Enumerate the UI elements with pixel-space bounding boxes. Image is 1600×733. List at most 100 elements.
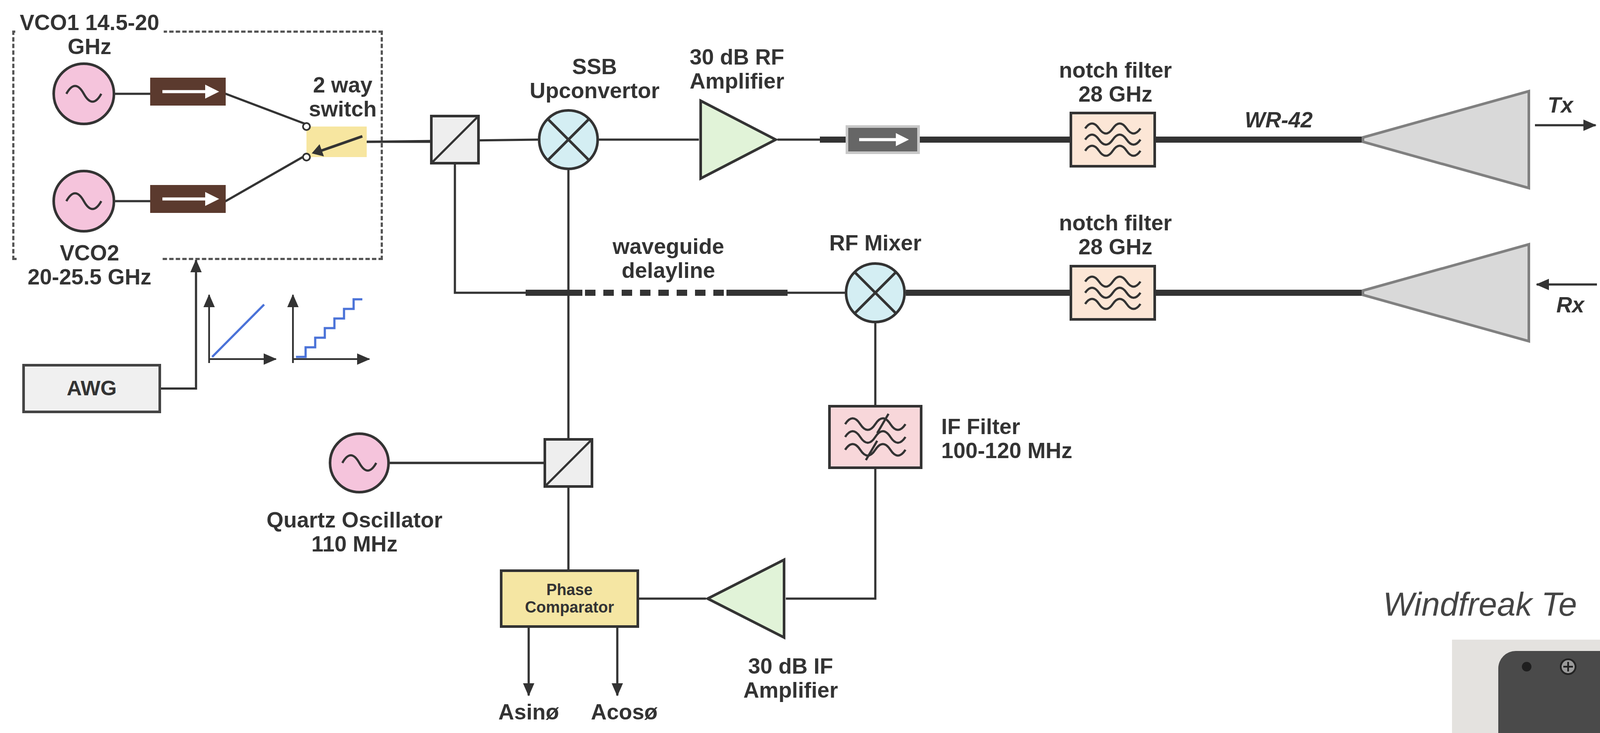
axis-line — [292, 295, 294, 364]
filter-wave — [1085, 276, 1141, 287]
text-run: 110 — [311, 532, 347, 557]
isolator-arrow — [162, 197, 209, 201]
connector — [874, 323, 877, 406]
text-run: filter — [1124, 210, 1172, 236]
filter-wave — [1085, 145, 1141, 156]
connector — [1156, 289, 1363, 296]
text-run: 2 — [313, 72, 326, 98]
isolator-arrow — [859, 138, 899, 142]
text-run: AWG — [66, 376, 117, 400]
photo-caption: Windfreak Te — [1383, 586, 1577, 623]
node-label: notch filter 28 GHz — [1052, 58, 1179, 107]
mixer-circle: RF Mixer — [844, 262, 906, 324]
node-label: Quartz Oscillator 110 MHz — [260, 508, 449, 557]
text-run: IF — [813, 654, 833, 679]
text-run: Tx — [1547, 92, 1573, 118]
text-run: Phase — [546, 581, 593, 599]
waveguide-line — [819, 136, 848, 143]
text-run: GHz — [67, 34, 112, 59]
text-run: RF — [755, 44, 785, 70]
node-label: IF Filter 100-120 MHz — [941, 415, 1081, 464]
delay-gap — [582, 287, 727, 299]
text-run: 30 — [689, 44, 715, 70]
filter-box: notch filter 28 GHz — [1069, 264, 1157, 321]
text-run: SSB — [572, 54, 618, 80]
connector — [389, 170, 569, 464]
staircase-waveform — [295, 299, 363, 358]
edge-label: waveguide delayline — [607, 234, 730, 283]
circle-outline — [846, 263, 905, 323]
amplifier-triangle-shape — [698, 99, 778, 181]
node-label: Tx — [1547, 93, 1573, 118]
oscillator-circle: Quartz Oscillator 110 MHz — [328, 432, 390, 494]
amplifier-triangle: 30 dB IF Amplifier — [705, 558, 786, 640]
switch-contact — [302, 123, 310, 131]
horn-antenna-shape — [1362, 89, 1531, 190]
comparator-box: Phase Comparator — [499, 569, 640, 629]
text-run: Acosø — [591, 700, 658, 725]
splitter-symbol — [431, 116, 479, 164]
output-arrow — [527, 628, 530, 696]
signal-name: Acosø — [591, 700, 658, 725]
filter-wave — [1085, 299, 1141, 310]
text-run: Filter — [966, 414, 1020, 440]
text-run: WR-42 — [1244, 107, 1313, 133]
isolator-arrow — [205, 84, 220, 99]
amplifier-triangle: 30 dB RF Amplifier — [698, 99, 778, 181]
switch-arm-head — [311, 144, 324, 157]
text-run: 30 — [748, 654, 773, 679]
text-run: dB — [778, 654, 808, 679]
connector — [905, 289, 1070, 296]
text-run: VCO1 — [19, 10, 80, 35]
node-label: notch filter 28 GHz — [1052, 211, 1179, 260]
horn-outline — [1362, 91, 1529, 189]
delay-line-dotted — [584, 289, 727, 296]
horn-outline — [1362, 244, 1529, 342]
oscillator-circle: VCO2 20-25.5 GHz — [52, 169, 116, 233]
signal-name: Asinø — [498, 700, 560, 725]
triangle-outline — [707, 560, 785, 638]
filter-wave — [1085, 134, 1141, 145]
text-run: Quartz — [266, 508, 336, 533]
filter-box-shape — [1069, 264, 1157, 321]
horn-antenna: Rx — [1362, 242, 1531, 344]
text-run: IF — [941, 414, 961, 440]
text-run: switch — [308, 96, 377, 122]
mixer-cross — [547, 119, 590, 161]
splitter-diagonal — [431, 116, 479, 164]
mixer-cross — [854, 272, 897, 314]
filter-box-shape — [828, 405, 923, 470]
mixer-circle-shape — [844, 262, 906, 324]
device-screw — [1567, 662, 1570, 672]
switch-box-shape — [306, 126, 367, 158]
circle-outline — [330, 433, 389, 493]
text-run: RF — [829, 230, 859, 256]
isolator-arrow — [162, 90, 209, 94]
axis-line — [292, 358, 370, 361]
text-run: Amplifier — [689, 68, 785, 94]
text-run: 20-25.5 — [27, 264, 102, 290]
text-run: Rx — [1556, 292, 1585, 318]
filter-wave — [845, 431, 906, 443]
node-label: 2 way switch — [299, 73, 387, 122]
text-run: notch — [1059, 210, 1119, 236]
mixer-circle: SSB Upconvertor — [537, 109, 599, 171]
isolator-symbol — [150, 185, 226, 214]
waveguide-line — [917, 136, 1071, 143]
isolator-symbol — [846, 126, 919, 153]
text-run: GHz — [1108, 234, 1153, 260]
axis-line — [208, 295, 210, 364]
text-run: Asinø — [498, 700, 560, 725]
edge-label: WR-42 — [1242, 108, 1316, 133]
node-label: VCO1 14.5-20 GHz — [15, 10, 164, 59]
circle-outline — [539, 110, 598, 169]
filter-wave — [1085, 123, 1141, 134]
mixer-circle-shape — [537, 109, 599, 171]
filter-box: IF Filter 100-120 MHz — [828, 405, 923, 470]
isolator-arrow — [895, 133, 909, 147]
node-label: VCO2 20-25.5 GHz — [17, 241, 162, 290]
node-label: 30 dB RF Amplifier — [680, 45, 794, 94]
node-label: SSB Upconvertor — [524, 55, 665, 104]
